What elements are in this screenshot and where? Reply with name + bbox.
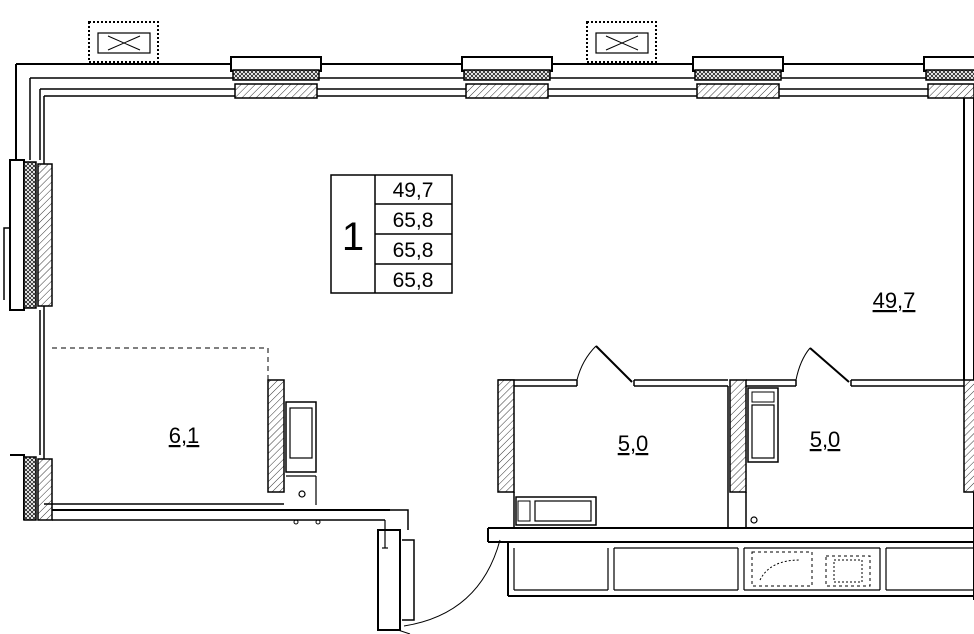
bathroom-2-area-label: 5,0: [810, 427, 841, 452]
window-top-1: [230, 56, 322, 99]
window-left-1: [3, 159, 53, 311]
info-box: [330, 174, 453, 294]
left-room: [52, 347, 317, 505]
left-windows: [3, 159, 53, 521]
info-value-4: 65,8: [393, 269, 434, 292]
apartment-number: 1: [342, 215, 364, 259]
bathroom-1-area-label: 5,0: [618, 431, 649, 456]
window-top-2: [461, 56, 553, 99]
top-windows: [230, 56, 974, 99]
bottom-walls: [44, 503, 501, 634]
main-area-label: 49,7: [873, 288, 916, 313]
vent-unit-1: [88, 21, 159, 63]
vent-unit-2: [586, 21, 657, 63]
info-value-3: 65,8: [393, 239, 434, 262]
left-room-area-label: 6,1: [169, 423, 200, 448]
window-top-3: [692, 56, 784, 99]
vent-units: [88, 21, 657, 63]
window-left-2: [10, 454, 53, 521]
bathroom-block: [487, 345, 974, 597]
window-top-4: [923, 56, 974, 99]
info-value-1: 49,7: [393, 179, 434, 202]
info-value-2: 65,8: [393, 209, 434, 232]
